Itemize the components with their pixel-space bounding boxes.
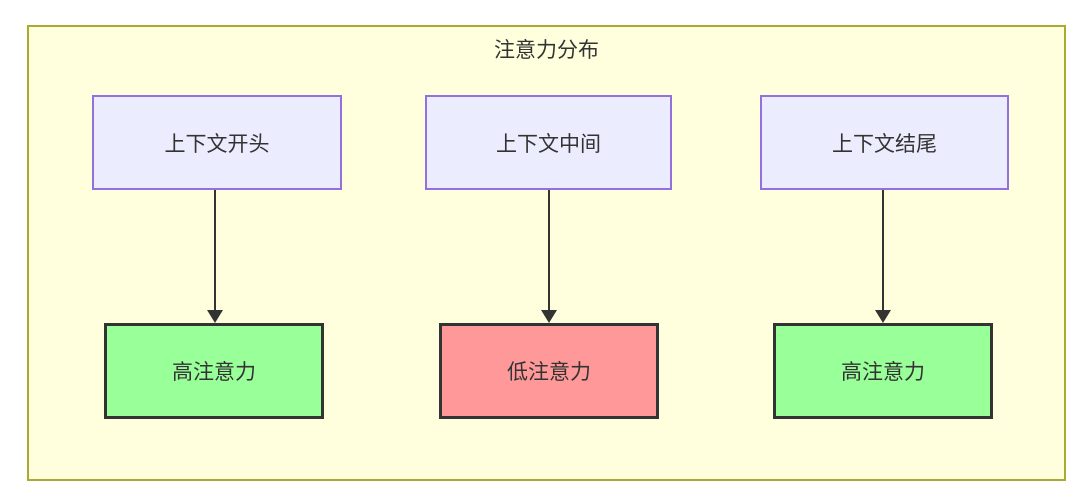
arrow-head-icon [541, 310, 557, 323]
node-high-attention-start: 高注意力 [104, 323, 324, 419]
arrow-line-start [214, 190, 216, 312]
node-high-attention-end: 高注意力 [773, 323, 993, 419]
diagram-title: 注意力分布 [494, 38, 599, 62]
arrow-head-icon [875, 310, 891, 323]
node-context-start: 上下文开头 [92, 95, 342, 190]
node-low-attention-middle: 低注意力 [439, 323, 659, 419]
arrow-line-middle [548, 190, 550, 312]
arrow-line-end [882, 190, 884, 312]
node-context-middle: 上下文中间 [425, 95, 672, 190]
node-context-end: 上下文结尾 [760, 95, 1009, 190]
diagram-frame: 注意力分布 上下文开头 高注意力 上下文中间 低注意力 上下文结尾 高注意力 [27, 25, 1066, 481]
arrow-head-icon [207, 310, 223, 323]
